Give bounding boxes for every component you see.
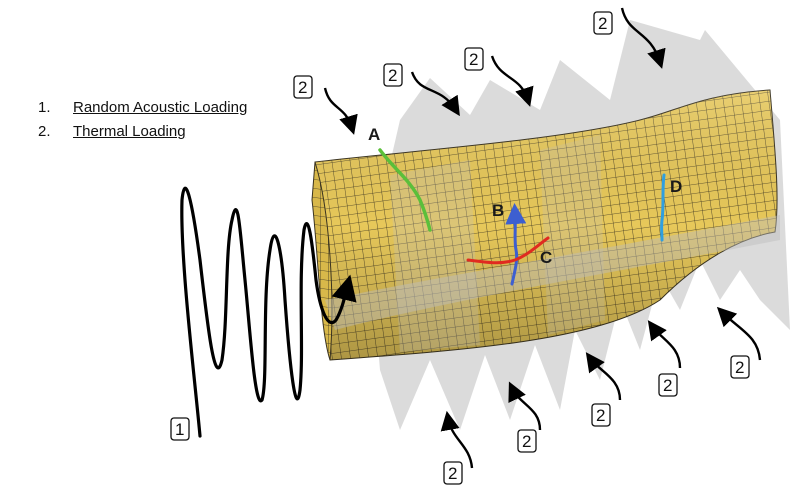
thermal-arrow <box>323 87 358 135</box>
point-label-a: A <box>368 125 380 144</box>
tag-2: 2 <box>658 373 678 397</box>
point-label-d: D <box>670 177 682 196</box>
line-a <box>378 148 432 232</box>
tag-2-text: 2 <box>663 376 672 395</box>
legend-label: Random Acoustic Loading <box>73 99 248 116</box>
thermal-arrow <box>410 71 460 117</box>
duct-mesh <box>311 89 780 361</box>
line-d <box>660 173 666 242</box>
thermal-arrow <box>620 7 666 69</box>
point-label-b: B <box>492 201 504 220</box>
legend-number: 2. <box>38 123 51 140</box>
point-labels: A B C D <box>368 125 682 267</box>
line-c <box>466 236 550 265</box>
legend-number: 1. <box>38 99 51 116</box>
tag-2: 2 <box>591 403 611 427</box>
tag-2-text: 2 <box>735 358 744 377</box>
tag-2: 2 <box>593 11 613 35</box>
legend-item-thermal: 2. Thermal Loading <box>38 120 247 144</box>
tag-2: 2 <box>517 429 537 453</box>
thermal-arrow <box>716 306 762 361</box>
tag-1: 1 <box>170 417 190 441</box>
tag-2: 2 <box>383 63 403 87</box>
line-b <box>505 203 527 286</box>
legend: 1. Random Acoustic Loading 2. Thermal Lo… <box>38 96 247 144</box>
tag-2-text: 2 <box>522 432 531 451</box>
tag-2: 2 <box>464 47 484 71</box>
tag-2-text: 2 <box>598 14 607 33</box>
legend-item-random-acoustic: 1. Random Acoustic Loading <box>38 96 247 120</box>
thermal-arrow <box>585 352 622 401</box>
tag-2-text: 2 <box>298 78 307 97</box>
point-label-c: C <box>540 248 552 267</box>
thermal-arrow <box>508 381 542 431</box>
tag-1-text: 1 <box>175 420 184 439</box>
tag-2: 2 <box>443 461 463 485</box>
load-tags: 1 2 2 2 2 2 2 2 <box>170 11 750 485</box>
tag-2-text: 2 <box>469 50 478 69</box>
tag-2-text: 2 <box>596 406 605 425</box>
thermal-arrow <box>647 320 682 369</box>
legend-label: Thermal Loading <box>73 123 186 140</box>
acoustic-loading-wave <box>180 186 357 438</box>
thermal-arrow <box>490 55 534 107</box>
measurement-lines <box>378 148 666 286</box>
tag-2-text: 2 <box>388 66 397 85</box>
thermal-arrow <box>440 410 474 469</box>
tag-2: 2 <box>730 355 750 379</box>
tag-2-text: 2 <box>448 464 457 483</box>
tag-2: 2 <box>293 75 313 99</box>
thermal-loading-arrows <box>323 7 762 469</box>
